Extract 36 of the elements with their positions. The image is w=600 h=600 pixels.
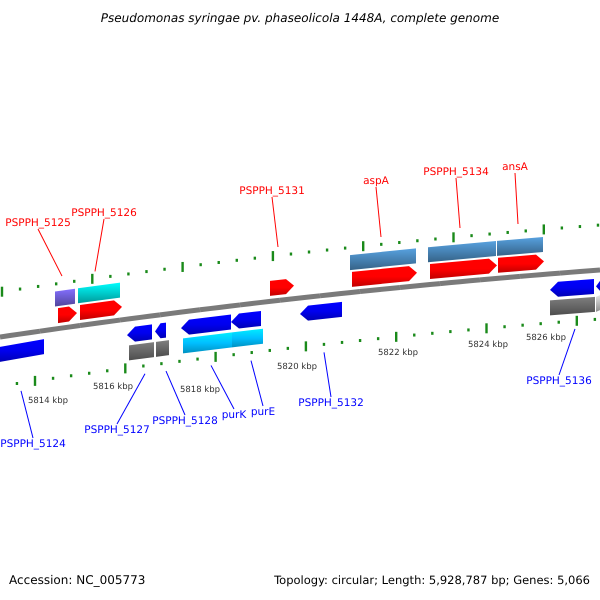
gene-label: PSPPH_5132 <box>298 397 364 409</box>
gene-label: PSPPH_5127 <box>84 424 150 436</box>
gene-label: PSPPH_5128 <box>152 415 218 427</box>
leader-line <box>20 390 34 438</box>
gene-label: PSPPH_5131 <box>239 185 305 197</box>
leader-line <box>38 228 62 277</box>
gene-label: purE <box>250 406 276 418</box>
gene-label: PSPPH_5124 <box>0 438 66 450</box>
leader-line <box>324 352 332 398</box>
title: Pseudomonas syringae pv. phaseolicola 1448A, complete genome <box>100 11 500 25</box>
gene-label: PSPPH_5125 <box>5 217 71 229</box>
gene-label: aspA <box>363 175 389 187</box>
leader-line <box>272 196 278 248</box>
scale-label: 5818 kbp <box>180 385 220 395</box>
gene-label: purK <box>222 409 246 421</box>
leader-line <box>166 370 186 416</box>
gene-label: PSPPH_5134 <box>423 166 489 178</box>
scale-label: 5824 kbp <box>468 340 508 350</box>
leader-line <box>514 172 518 224</box>
leader-line <box>558 328 576 376</box>
leader-line <box>456 178 460 228</box>
accession-label: Accession: NC_005773 <box>9 573 146 587</box>
gene-label: PSPPH_5136 <box>526 375 592 387</box>
genome-info-label: Topology: circular; Length: 5,928,787 bp; Genes: 5,066 <box>274 573 590 587</box>
leader-line <box>376 186 382 238</box>
scale-label: 5822 kbp <box>378 348 418 358</box>
scale-label: 5814 kbp <box>28 396 68 406</box>
leader-line <box>210 364 234 410</box>
scale-label: 5826 kbp <box>526 333 566 343</box>
leader-line <box>94 218 104 272</box>
leader-line <box>250 360 264 406</box>
gene-label: PSPPH_5126 <box>71 207 137 219</box>
leader-line <box>116 373 146 424</box>
scale-label: 5820 kbp <box>276 362 318 372</box>
scale-label: 5816 kbp <box>92 382 134 392</box>
gene-label: ansA <box>502 161 528 173</box>
